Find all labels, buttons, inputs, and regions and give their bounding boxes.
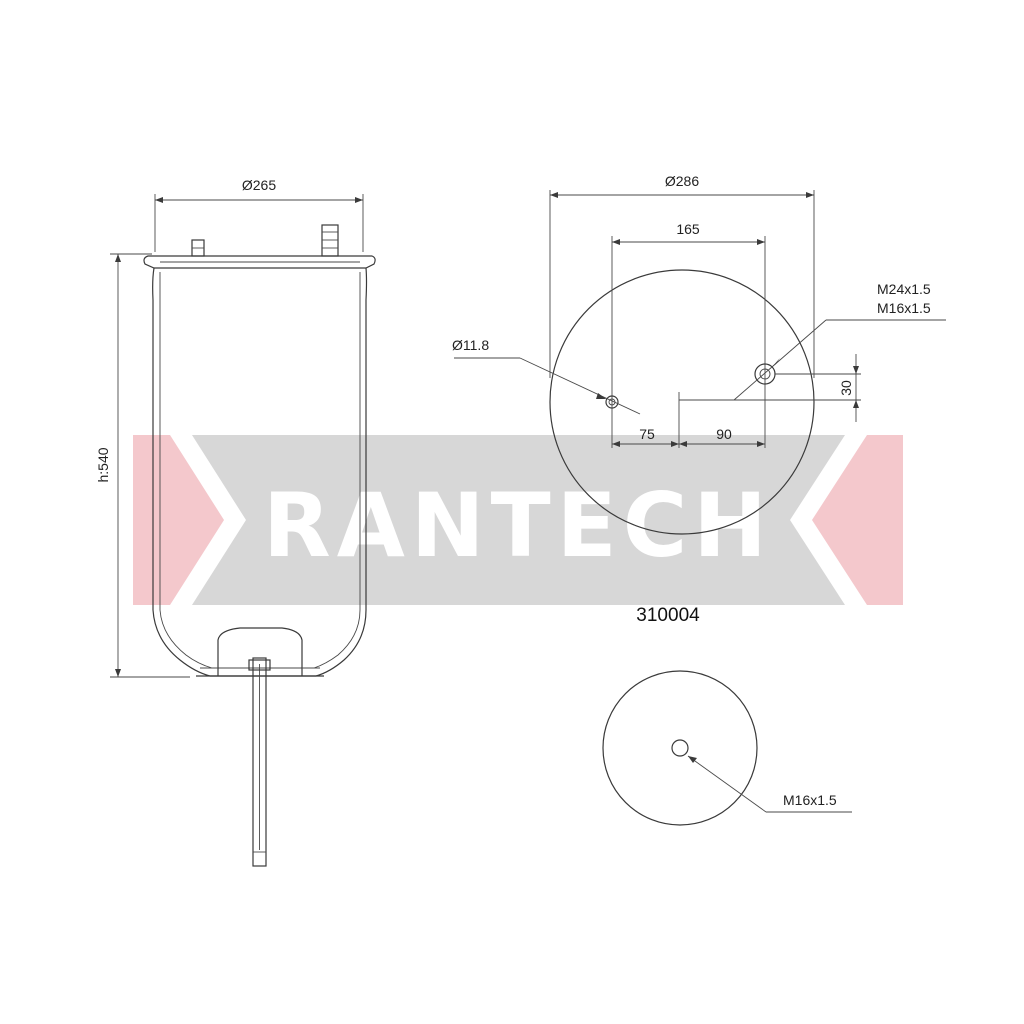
- bottom-stud-leader-arrow: [688, 756, 697, 763]
- top-plate-view: Ø286 165 Ø11.8 M24x1.5 M16x1.5 75 90: [452, 173, 946, 535]
- top-hole-leader-diagonal: [519, 357, 641, 415]
- bottom-stud-leader-diagonal: [687, 755, 767, 813]
- side-bottom-stud: [252, 657, 267, 867]
- top-dim-75-arrow-left: [612, 441, 620, 447]
- top-small-hole: [605, 395, 619, 409]
- watermark: RANTECH: [133, 435, 903, 605]
- top-stud-leader-arrow: [772, 358, 780, 367]
- watermark-band: [133, 435, 903, 605]
- side-piston: [217, 627, 303, 676]
- watermark-brand-text: RANTECH: [263, 474, 773, 577]
- top-diameter-label: Ø286: [665, 173, 699, 189]
- watermark-left-arrow-notch: [170, 435, 246, 605]
- side-diameter-label: Ø265: [242, 177, 276, 193]
- top-thread-label-1: M24x1.5: [877, 281, 931, 297]
- top-dim-75-arrow-right: [671, 441, 679, 447]
- side-dim-arrow-right: [355, 197, 363, 203]
- side-height-label: h:540: [95, 447, 111, 482]
- bottom-circle: [602, 670, 758, 826]
- top-dim-30-arrow-bottom: [853, 400, 859, 408]
- top-dim-arrow-right: [806, 192, 814, 198]
- top-hole-leader-arrow: [596, 393, 606, 399]
- top-offset-right-label: 90: [716, 426, 732, 442]
- top-offset-left-label: 75: [639, 426, 655, 442]
- top-stud-leader-diagonal: [733, 319, 827, 401]
- top-offset-vertical-label: 30: [838, 380, 854, 396]
- watermark-right-arrow-notch: [790, 435, 867, 605]
- watermark-right-arrow: [800, 435, 903, 605]
- top-thread-label-2: M16x1.5: [877, 300, 931, 316]
- side-top-stud: [321, 224, 339, 257]
- bottom-view: M16x1.5: [602, 670, 852, 826]
- watermark-left-arrow: [133, 435, 236, 605]
- side-dim-arrow-top: [115, 254, 121, 262]
- top-dim-arrow-left: [550, 192, 558, 198]
- side-bottom-stud-nut: [248, 659, 271, 671]
- side-bellow-inner: [159, 272, 361, 669]
- top-dim-90-arrow-left: [679, 441, 687, 447]
- side-dim-arrow-bottom: [115, 669, 121, 677]
- part-number: 310004: [636, 605, 700, 626]
- top-dim-30-arrow-top: [853, 366, 859, 374]
- top-dim-90-arrow-right: [757, 441, 765, 447]
- top-stud-inner: [759, 368, 771, 380]
- bottom-thread-label: M16x1.5: [783, 792, 837, 808]
- top-plate-circle: [549, 269, 815, 535]
- top-dim-165-arrow-right: [757, 239, 765, 245]
- top-bolt-spacing-label: 165: [676, 221, 700, 237]
- side-view: Ø265 h:540: [95, 177, 376, 867]
- top-dim-165-arrow-left: [612, 239, 620, 245]
- bottom-stud-hole: [671, 739, 689, 757]
- top-hole-label: Ø11.8: [452, 337, 489, 353]
- side-dim-arrow-left: [155, 197, 163, 203]
